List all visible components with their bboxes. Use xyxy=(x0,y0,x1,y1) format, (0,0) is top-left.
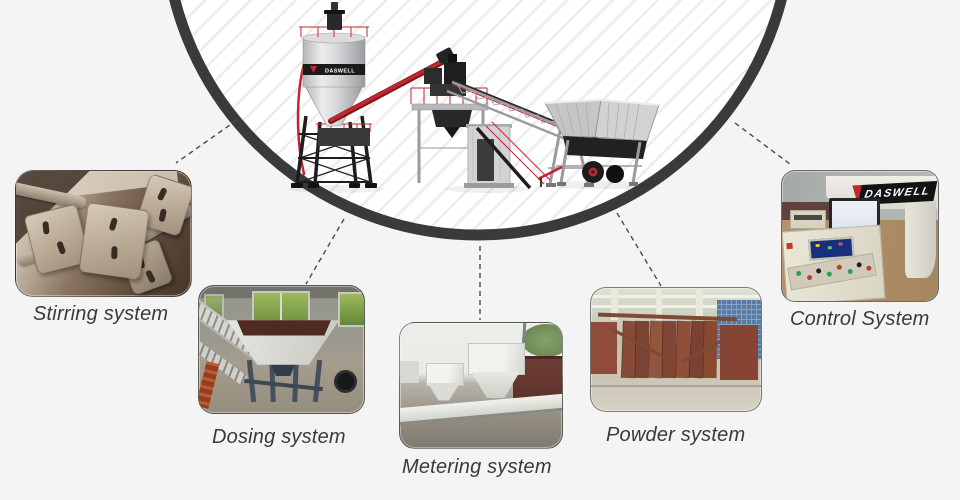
floor-line xyxy=(591,385,761,388)
paddle-slot xyxy=(143,268,156,283)
hopper-leg xyxy=(312,359,322,402)
panel-button xyxy=(795,271,801,278)
window-mullion xyxy=(279,293,282,332)
tree xyxy=(521,324,562,357)
connector-dosing xyxy=(305,218,345,285)
connector-stirring xyxy=(175,119,238,164)
display-pixel xyxy=(827,246,832,250)
cement-silo-illustration: DASWELL xyxy=(291,2,377,188)
frame-crossbar xyxy=(243,378,323,391)
photo-dosing-system xyxy=(198,285,365,414)
label-dosing-system: Dosing system xyxy=(212,426,346,448)
instrument-box xyxy=(789,210,827,229)
photo-stirring-system xyxy=(15,170,192,297)
steel-panel xyxy=(720,324,758,381)
instrument-display xyxy=(794,215,822,221)
panel-button xyxy=(826,272,833,278)
paddle-slot xyxy=(108,217,118,232)
photo-powder-system xyxy=(590,287,762,412)
aggregate-hoppers-illustration xyxy=(537,98,660,187)
cable-reel xyxy=(334,369,358,393)
ceiling-beam xyxy=(591,305,761,309)
control-console xyxy=(782,224,885,301)
white-wall xyxy=(400,360,420,383)
connector-powder xyxy=(616,212,662,287)
panel-button xyxy=(815,268,822,275)
photo-metering-system xyxy=(399,322,563,449)
panel-button xyxy=(806,274,812,281)
paddle-slot xyxy=(158,207,167,222)
paddle-slot xyxy=(110,246,117,260)
label-powder-system: Powder system xyxy=(606,424,746,446)
panel-button xyxy=(865,266,871,272)
panel-button xyxy=(835,265,842,272)
trailer-chassis xyxy=(400,393,562,425)
button-panel xyxy=(786,253,877,292)
daswell-logo-mark xyxy=(310,66,317,73)
machine-column xyxy=(905,202,937,278)
mixer-paddle xyxy=(77,202,150,280)
label-stirring-system: Stirring system xyxy=(33,303,169,325)
weigh-hopper-front xyxy=(468,343,526,375)
roof-column xyxy=(655,288,663,320)
label-control-system: Control System xyxy=(790,308,930,330)
weigh-cone-rear xyxy=(427,383,460,401)
silo-feet xyxy=(291,183,377,188)
ceiling-beam xyxy=(591,295,761,299)
photo-control-system: DASWELL xyxy=(781,170,939,302)
paddle-slot xyxy=(41,220,50,235)
emergency-button xyxy=(785,243,793,250)
control-cabin-illustration xyxy=(464,124,514,188)
label-metering-system: Metering system xyxy=(402,456,552,478)
paddle-slot xyxy=(56,240,67,255)
display-pixel xyxy=(815,244,820,248)
connector-control xyxy=(734,122,791,165)
connector-lines xyxy=(175,119,791,320)
panel-button xyxy=(846,268,853,275)
warehouse-window xyxy=(337,292,364,327)
silo-brand-band xyxy=(303,64,365,75)
panel-button xyxy=(855,262,862,268)
silo-brand-text: DASWELL xyxy=(325,69,355,75)
roof-column xyxy=(696,288,704,320)
paddle-slot xyxy=(156,186,168,201)
orange-ladder xyxy=(199,361,220,409)
hero-circle xyxy=(169,0,787,241)
weigh-hopper-rear xyxy=(425,363,464,387)
roof-column xyxy=(611,288,619,320)
hopper-opening xyxy=(236,320,331,336)
display-pixel xyxy=(837,242,842,246)
belt-conveyor-illustration xyxy=(446,78,611,190)
